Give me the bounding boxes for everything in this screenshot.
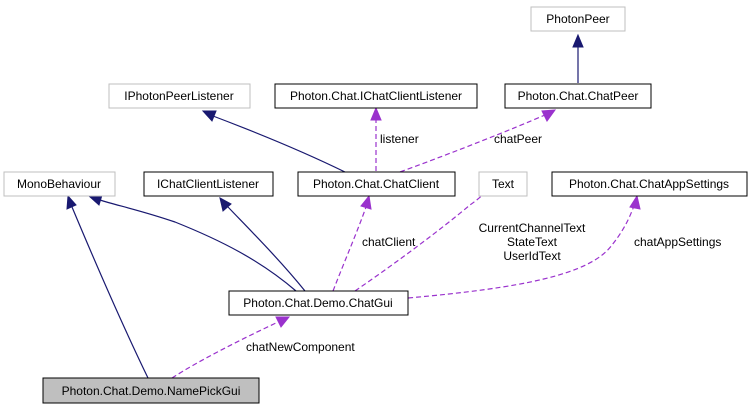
node-chatappsettings[interactable]: Photon.Chat.ChatAppSettings	[551, 171, 748, 197]
node-label-chatclient: Photon.Chat.ChatClient	[313, 177, 440, 191]
node-text[interactable]: Text	[478, 171, 528, 197]
node-namepickgui[interactable]: Photon.Chat.Demo.NamePickGui	[42, 377, 260, 404]
arrowhead-monobehaviour-namepick	[66, 194, 77, 210]
node-iphotonpeerlistener[interactable]: IPhotonPeerListener	[108, 83, 251, 109]
arrowhead-chatclient	[360, 194, 372, 210]
edge-label-text-userid: UserIdText	[503, 249, 561, 263]
node-label-iphotonpeerlistener: IPhotonPeerListener	[124, 89, 233, 103]
edge-label-listener: listener	[380, 132, 419, 146]
edge-namepickgui-chatgui	[171, 321, 279, 379]
edge-chatgui-monobehaviour	[99, 199, 297, 292]
edge-label-chatappsettings: chatAppSettings	[634, 235, 721, 249]
arrowhead-chatpeer	[541, 109, 557, 122]
node-chatgui[interactable]: Photon.Chat.Demo.ChatGui	[228, 290, 409, 316]
node-label-ichatclientlistener-ns: Photon.Chat.IChatClientListener	[290, 89, 462, 103]
arrowhead-photonpeer	[572, 33, 584, 48]
node-monobehaviour[interactable]: MonoBehaviour	[3, 171, 116, 197]
node-label-photonpeer: PhotonPeer	[546, 12, 609, 26]
edge-label-text-currentchannel: CurrentChannelText	[479, 221, 586, 235]
node-label-ichatclientlistener: IChatClientListener	[157, 177, 259, 191]
node-label-monobehaviour: MonoBehaviour	[17, 177, 101, 191]
node-ichatclientlistener-ns[interactable]: Photon.Chat.IChatClientListener	[274, 83, 478, 109]
arrowhead-chatgui	[275, 316, 291, 328]
node-ichatclientlistener[interactable]: IChatClientListener	[143, 171, 274, 197]
edge-label-chatpeer: chatPeer	[494, 132, 542, 146]
node-label-chatgui: Photon.Chat.Demo.ChatGui	[243, 296, 392, 310]
arrowhead-chatappsettings	[629, 194, 641, 210]
arrowhead-iphotonpeerlistener	[201, 110, 217, 122]
edge-chatgui-ichatclientlistener	[227, 206, 306, 292]
arrowhead-listener	[370, 106, 382, 121]
arrowhead-ichatclientlistener	[219, 197, 232, 212]
edge-chatclient-iphotonpeerlistener	[212, 115, 346, 173]
node-label-chatpeer: Photon.Chat.ChatPeer	[518, 89, 639, 103]
edge-namepickgui-monobehaviour	[71, 206, 149, 379]
node-chatpeer[interactable]: Photon.Chat.ChatPeer	[504, 83, 652, 109]
edge-chatgui-chatclient	[332, 206, 367, 292]
node-photonpeer[interactable]: PhotonPeer	[530, 6, 626, 32]
node-label-text: Text	[492, 177, 515, 191]
node-label-namepickgui: Photon.Chat.Demo.NamePickGui	[62, 384, 241, 398]
edge-chatgui-chatappsettings	[407, 205, 635, 299]
edge-label-chatnewcomponent: chatNewComponent	[246, 340, 355, 354]
node-label-chatappsettings: Photon.Chat.ChatAppSettings	[569, 177, 729, 191]
edge-label-text-state: StateText	[507, 235, 558, 249]
edge-label-chatclient: chatClient	[362, 235, 416, 249]
node-chatclient[interactable]: Photon.Chat.ChatClient	[297, 171, 456, 197]
